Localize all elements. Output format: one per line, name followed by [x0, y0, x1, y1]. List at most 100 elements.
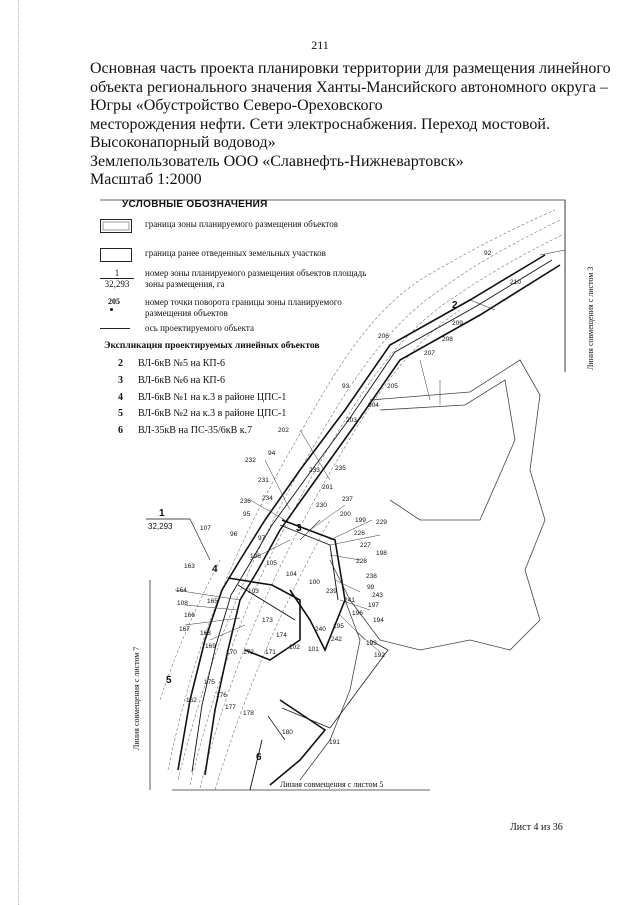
point-label: 227 — [360, 542, 371, 549]
leader-lines — [174, 359, 441, 653]
point-label: 180 — [282, 729, 293, 736]
point-label: 171 — [265, 649, 276, 656]
zone-number-symbol: 1 32,293 — [100, 268, 134, 289]
point-label: 200 — [340, 511, 351, 518]
explication-number: 2 — [118, 358, 123, 369]
point-label: 166 — [184, 612, 195, 619]
point-label: 175 — [204, 679, 215, 686]
point-label: 241 — [344, 597, 355, 604]
legend-heading: УСЛОВНЫЕ ОБОЗНАЧЕНИЯ — [122, 199, 268, 210]
dot-icon — [110, 307, 113, 311]
legend-text: граница зоны планируемого размещения объ… — [145, 219, 338, 229]
title-line: Основная часть проекта планировки террит… — [90, 60, 611, 77]
line-numbers: 2 3 4 5 6 — [166, 300, 458, 763]
point-label: 243 — [372, 592, 383, 599]
line-number: 6 — [256, 752, 262, 763]
point-label: 228 — [356, 558, 367, 565]
explication-number: 3 — [118, 375, 123, 386]
point-label: 226 — [354, 530, 365, 537]
point-label: 236 — [240, 498, 251, 505]
point-label: 210 — [510, 279, 521, 286]
direction-lines — [299, 249, 566, 541]
title-line: Югры «Обустройство Северо-Ореховского — [90, 97, 383, 114]
point-label: 191 — [329, 739, 340, 746]
point-label: 173 — [262, 617, 273, 624]
point-label: 100 — [309, 579, 320, 586]
explication-label: ВЛ-35кВ на ПС-35/6кВ к.7 — [138, 425, 253, 436]
point-label: 234 — [262, 495, 273, 502]
explication-label: ВЛ-6кВ №6 на КП-6 — [138, 375, 225, 386]
point-label: 232 — [245, 457, 256, 464]
title-line: месторождения нефти. Сети электроснабжен… — [90, 115, 550, 133]
line-number: 5 — [166, 675, 172, 686]
point-label: 233 — [309, 467, 320, 474]
point-label: 209 — [452, 320, 463, 327]
point-label: 204 — [368, 402, 379, 409]
point-label: 239 — [326, 588, 337, 595]
point-label: 94 — [268, 450, 276, 457]
point-label: 205 — [387, 383, 398, 390]
prev-land-symbol — [100, 248, 132, 262]
point-label: 92 — [484, 250, 492, 257]
point-label: 101 — [308, 646, 319, 653]
allotment-triangle — [281, 639, 389, 729]
point-labels: 92 210 209 208 206 207 93 205 204 203 20… — [176, 250, 521, 746]
combine-line-left: Линия совмещения с листом 7 — [132, 646, 141, 750]
legend-text: номер зоны планируемого размещения объек… — [145, 268, 367, 289]
map-zone-label: 1 32,293 — [146, 508, 211, 561]
point-label: 168 — [200, 630, 211, 637]
combine-line-bottom: Линия совмещения с листом 5 — [280, 780, 384, 789]
point-label: 203 — [346, 417, 357, 424]
point-label: 174 — [276, 632, 287, 639]
point-label: 172 — [243, 649, 254, 656]
point-label: 207 — [424, 350, 435, 357]
point-label: 235 — [335, 465, 346, 472]
point-label: 167 — [179, 626, 190, 633]
prev-land-parcels — [299, 359, 546, 781]
point-label: 93 — [342, 383, 350, 390]
point-label: 197 — [368, 602, 379, 609]
zone-number: 1 — [100, 268, 134, 279]
point-label: 165 — [207, 598, 218, 605]
turn-point-number: 205 — [108, 297, 120, 306]
legend-text: номер точки поворота границы зоны планир… — [145, 297, 342, 318]
sheet-number: Лист 4 из 36 — [510, 822, 563, 833]
point-label: 198 — [376, 550, 387, 557]
point-label: 95 — [243, 511, 251, 518]
point-label: 108 — [177, 600, 188, 607]
point-label: 96 — [230, 531, 238, 538]
point-label: 193 — [366, 640, 377, 647]
explication-label: ВЛ-6кВ №5 на КП-6 — [138, 358, 225, 369]
point-label: 164 — [176, 587, 187, 594]
point-label: 170 — [226, 649, 237, 656]
legend-text: граница ранее отведенных земельных участ… — [145, 248, 326, 258]
zone-area: 32,293 — [104, 279, 130, 289]
point-label: 194 — [373, 617, 384, 624]
title-line: Землепользователь ООО «Славнефть-Нижнева… — [90, 152, 464, 170]
combine-line-right: Линия совмещения с листом 3 — [586, 266, 595, 370]
point-label: 104 — [286, 571, 297, 578]
point-label: 206 — [378, 333, 389, 340]
explication-label: ВЛ-6кВ №2 на к.3 в районе ЦПС-1 — [138, 408, 287, 419]
legend-text: ось проектируемого объекта — [145, 323, 254, 333]
line-number: 2 — [452, 300, 458, 311]
point-label: 102 — [289, 644, 300, 651]
explication-label: ВЛ-6кВ №1 на к.3 в районе ЦПС-1 — [138, 392, 287, 403]
point-label: 178 — [243, 710, 254, 717]
map-zone-number: 1 — [159, 508, 165, 519]
title-line: Масштаб 1:2000 — [90, 171, 202, 188]
point-label: 106 — [250, 553, 261, 560]
point-label: 199 — [355, 517, 366, 524]
terrain-lines — [159, 209, 563, 791]
point-label: 107 — [200, 525, 211, 532]
point-label: 196 — [352, 610, 363, 617]
explication-number: 5 — [118, 408, 123, 419]
point-label: 99 — [367, 584, 375, 591]
explication-heading: Экспликация проектируемых линейных объек… — [104, 341, 320, 351]
point-label: 242 — [331, 636, 342, 643]
scan-edge — [18, 0, 20, 905]
point-label: 169 — [205, 643, 216, 650]
point-label: 105 — [266, 560, 277, 567]
point-label: 240 — [315, 626, 326, 633]
